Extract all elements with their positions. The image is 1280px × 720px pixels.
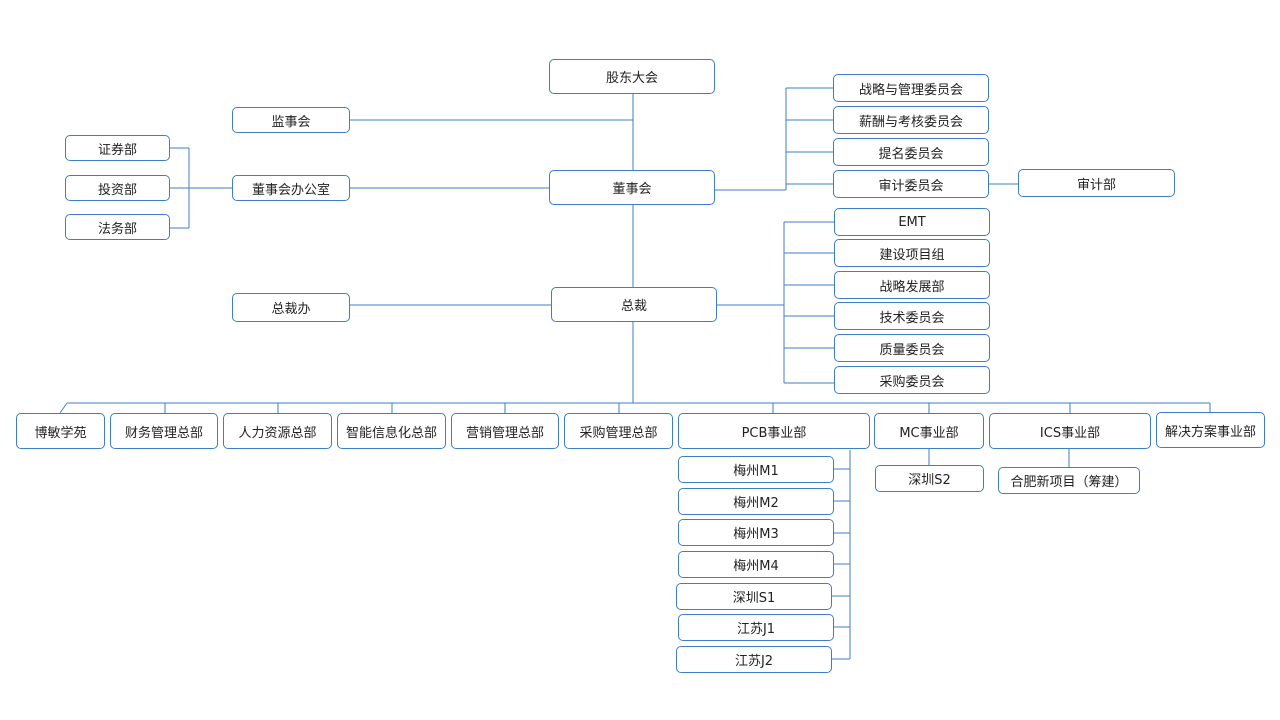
president-unit-box: 战略发展部 [834, 271, 990, 299]
committee-box: 提名委员会 [833, 138, 989, 166]
president-unit-box: 技术委员会 [834, 302, 990, 330]
division-box: PCB事业部 [678, 413, 870, 449]
pcb-unit-box: 江苏J1 [678, 614, 834, 641]
president-unit-box: 采购委员会 [834, 366, 990, 394]
pcb-unit-box: 梅州M2 [678, 488, 834, 515]
legal-dept-box: 法务部 [65, 214, 170, 240]
president-unit-box: EMT [834, 208, 990, 236]
committee-box: 薪酬与考核委员会 [833, 106, 989, 134]
president-unit-box: 质量委员会 [834, 334, 990, 362]
board-office-box: 董事会办公室 [232, 175, 350, 201]
division-box: 财务管理总部 [110, 413, 218, 449]
division-box: 智能信息化总部 [337, 413, 446, 449]
president-unit-box: 建设项目组 [834, 239, 990, 267]
securities-dept-box: 证券部 [65, 135, 170, 161]
mc-unit-box: 深圳S2 [875, 465, 984, 492]
board-box: 董事会 [549, 170, 715, 205]
division-box: 博敏学苑 [16, 413, 105, 449]
shareholders-box: 股东大会 [549, 59, 715, 94]
pcb-unit-box: 梅州M3 [678, 519, 834, 546]
pcb-unit-box: 梅州M4 [678, 551, 834, 578]
committee-box: 战略与管理委员会 [833, 74, 989, 102]
pcb-unit-box: 江苏J2 [676, 646, 832, 673]
division-box: MC事业部 [874, 413, 984, 449]
division-box: 解决方案事业部 [1156, 412, 1265, 448]
pcb-unit-box: 梅州M1 [678, 456, 834, 483]
division-box: ICS事业部 [989, 413, 1151, 449]
president-office-box: 总裁办 [232, 293, 350, 322]
president-box: 总裁 [551, 287, 717, 322]
investment-dept-box: 投资部 [65, 175, 170, 201]
audit-dept-box: 审计部 [1018, 169, 1175, 197]
division-box: 营销管理总部 [451, 413, 559, 449]
committee-box: 审计委员会 [833, 170, 989, 198]
division-box: 采购管理总部 [564, 413, 673, 449]
pcb-unit-box: 深圳S1 [676, 583, 832, 610]
division-box: 人力资源总部 [223, 413, 332, 449]
supervisory-board-box: 监事会 [232, 107, 350, 133]
ics-unit-box: 合肥新项目（筹建） [998, 467, 1140, 494]
